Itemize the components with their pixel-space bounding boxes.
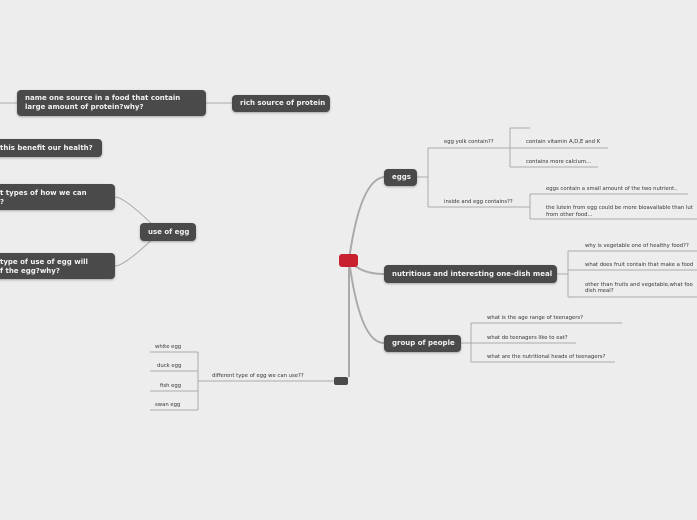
protein-question-node[interactable]: name one source in a food that contain l…	[17, 90, 206, 116]
meal-item[interactable]: other than fruits and vegetable,what foo	[585, 282, 693, 288]
group-item[interactable]: what are the nutritional heads of teenag…	[487, 354, 606, 360]
egg-type-item[interactable]: swan egg	[155, 402, 181, 408]
inside-egg-label[interactable]: inside and egg contains??	[444, 199, 513, 205]
use-of-egg-node[interactable]: use of egg	[140, 223, 196, 241]
group-item[interactable]: what do teenagers like to eat?	[487, 335, 568, 341]
node-text-line: ?	[0, 198, 5, 206]
yolk-item[interactable]: contains more calcium...	[526, 159, 592, 165]
group-item[interactable]: what is the age range of teenagers?	[487, 315, 583, 321]
health-question-node[interactable]: this benefit our health?	[0, 139, 102, 157]
yolk-item[interactable]: contain vitamin A,D,E and K	[526, 139, 601, 145]
use-type-question-node[interactable]: type of use of egg will f the egg?why?	[0, 253, 115, 279]
types-question-node[interactable]: t types of how we can ?	[0, 184, 115, 210]
egg-types-label[interactable]: different type of egg we can use??	[212, 373, 304, 379]
central-topic[interactable]	[339, 254, 358, 267]
subtopic-node[interactable]	[334, 377, 348, 385]
group-node[interactable]: group of people	[384, 335, 461, 352]
egg-type-item[interactable]: white egg	[155, 344, 182, 350]
egg-type-item[interactable]: fish egg	[160, 383, 182, 389]
meal-node[interactable]: nutritious and interesting one-dish meal	[384, 265, 557, 283]
meal-item-cont: dish meal?	[585, 288, 614, 294]
node-text-line: f the egg?why?	[0, 267, 60, 275]
node-text-line: t types of how we can	[0, 189, 87, 197]
egg-yolk-label[interactable]: egg yolk contain??	[444, 139, 494, 145]
protein-answer-node[interactable]: rich source of protein	[232, 95, 330, 112]
inside-item-cont: from other food...	[546, 212, 593, 218]
meal-item[interactable]: what does fruit contain that make a food	[585, 262, 694, 268]
inside-item[interactable]: the lutein from egg could be more bioava…	[546, 205, 693, 211]
eggs-node[interactable]: eggs	[384, 169, 417, 186]
inside-item[interactable]: eggs contain a small amount of the two n…	[546, 186, 678, 192]
node-text-line: type of use of egg will	[0, 258, 88, 266]
meal-item[interactable]: why is vegetable one of healthy food??	[585, 243, 689, 249]
egg-type-item[interactable]: duck egg	[157, 363, 182, 369]
